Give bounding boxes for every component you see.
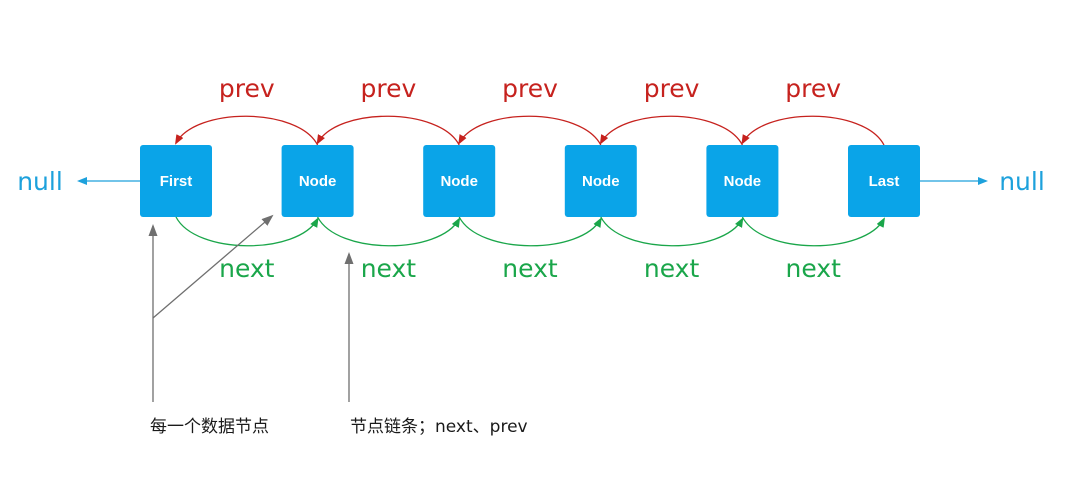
next-label: next xyxy=(502,254,558,283)
node-box xyxy=(848,145,920,217)
prev-link-3: prev xyxy=(599,74,743,146)
prev-label: prev xyxy=(785,74,841,103)
annotation-arrows xyxy=(148,214,354,402)
node-label: Node xyxy=(724,173,762,190)
node-2: Node xyxy=(423,145,496,217)
next-link-0: next xyxy=(175,216,319,283)
prev-link-0: prev xyxy=(175,74,319,146)
prev-arc xyxy=(741,115,885,146)
node-label: Node xyxy=(582,173,620,190)
next-link-2: next xyxy=(458,216,602,283)
node-label: First xyxy=(160,173,193,190)
annotation-arrow-node xyxy=(152,214,274,319)
prev-links: prev prev prev prev prev xyxy=(175,74,885,146)
next-label: next xyxy=(361,254,417,283)
prev-arc xyxy=(316,115,460,146)
node-label: Node xyxy=(440,173,478,190)
node-label: Node xyxy=(299,173,337,190)
next-arc xyxy=(317,216,461,247)
node-5: Last xyxy=(848,145,920,217)
null-left-label: null xyxy=(17,167,63,196)
prev-arc xyxy=(599,115,743,146)
node-box xyxy=(423,145,496,217)
node-4: Node xyxy=(706,145,779,217)
next-arc xyxy=(600,216,744,247)
prev-link-2: prev xyxy=(458,74,602,146)
prev-label: prev xyxy=(502,74,558,103)
node-box xyxy=(706,145,779,217)
next-link-1: next xyxy=(317,216,461,283)
prev-label: prev xyxy=(644,74,700,103)
next-link-3: next xyxy=(600,216,744,283)
node-box xyxy=(140,145,212,217)
node-1: Node xyxy=(281,145,354,217)
prev-arc xyxy=(175,115,319,146)
next-label: next xyxy=(219,254,275,283)
next-links: next next next next next xyxy=(175,216,885,283)
data-node-annotation: 每一个数据节点 xyxy=(150,417,269,437)
prev-arc xyxy=(458,115,602,146)
next-label: next xyxy=(644,254,700,283)
next-label: next xyxy=(786,254,842,283)
prev-label: prev xyxy=(219,74,275,103)
node-chain-annotation: 节点链条；next、prev xyxy=(350,417,528,437)
node-3: Node xyxy=(564,145,637,217)
next-arc xyxy=(175,216,319,247)
node-label: Last xyxy=(869,173,900,190)
node-box xyxy=(564,145,637,217)
node-box xyxy=(281,145,354,217)
next-arc xyxy=(458,216,602,247)
nodes: First Node Node Node Node Last xyxy=(140,145,920,217)
prev-link-1: prev xyxy=(316,74,460,146)
prev-link-4: prev xyxy=(741,74,885,146)
null-right-label: null xyxy=(999,167,1045,196)
next-link-4: next xyxy=(741,216,885,283)
next-arc xyxy=(741,216,885,247)
prev-label: prev xyxy=(361,74,417,103)
node-0: First xyxy=(140,145,212,217)
